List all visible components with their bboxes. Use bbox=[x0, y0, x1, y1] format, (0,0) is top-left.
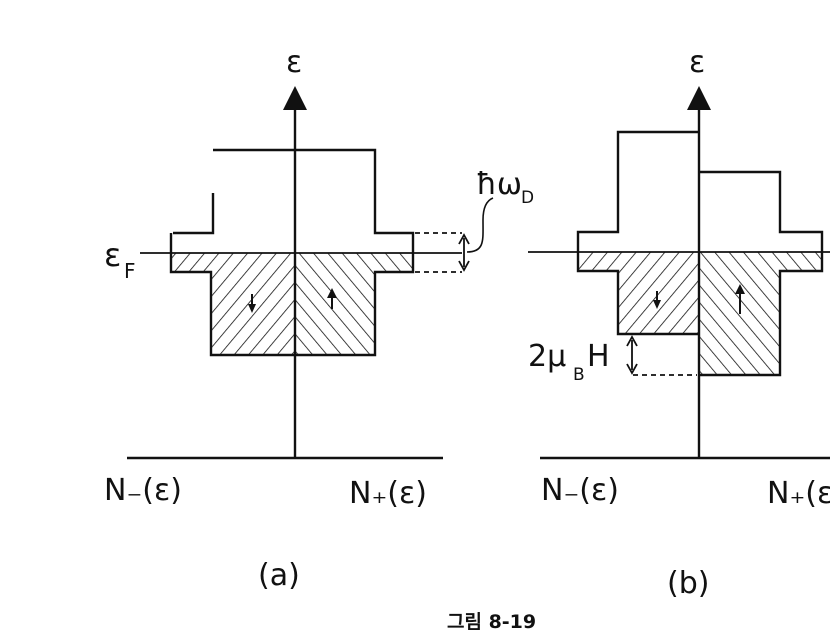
x-right-label: N₊(ε) bbox=[767, 476, 830, 511]
x-left-label: N₋(ε) bbox=[541, 473, 619, 508]
spin-up-arrow-icon bbox=[327, 288, 337, 309]
zeeman-label: 2μ bbox=[528, 339, 566, 374]
debye-energy-subscript: D bbox=[521, 188, 534, 208]
panel-b: ε 2μ B H N₋(ε) N₊(ε) (b) bbox=[528, 45, 830, 601]
panel-b-label: (b) bbox=[667, 566, 709, 601]
x-right-label: N₊(ε) bbox=[349, 476, 427, 511]
spin-up-filled-states bbox=[699, 252, 822, 375]
energy-axis-label: ε bbox=[689, 45, 705, 80]
fermi-energy-subscript: F bbox=[124, 259, 136, 283]
debye-arrow-head-up bbox=[458, 233, 470, 245]
energy-axis-label: ε bbox=[286, 45, 302, 80]
panel-a: ε ε F ħω D N₋(ε) N₊(ε) (a) bbox=[104, 45, 534, 593]
spin-down-arrow-icon bbox=[653, 291, 661, 309]
density-of-states-outline bbox=[169, 148, 415, 357]
spin-up-arrow-icon bbox=[735, 284, 745, 314]
debye-leader-curve bbox=[466, 197, 494, 253]
spin-down-filled-states bbox=[171, 253, 295, 355]
debye-energy-label: ħω bbox=[476, 167, 522, 202]
x-left-label: N₋(ε) bbox=[104, 473, 182, 508]
fermi-energy-label: ε bbox=[104, 236, 121, 274]
zeeman-field-label: H bbox=[587, 339, 610, 374]
zeeman-arrow-head-down bbox=[626, 363, 638, 375]
spin-up-filled-states bbox=[295, 253, 413, 355]
debye-arrow-head-down bbox=[458, 260, 470, 272]
figure-caption: 그림 8-19 bbox=[447, 611, 536, 630]
spin-down-filled-states bbox=[578, 252, 699, 334]
panel-a-label: (a) bbox=[258, 558, 300, 593]
zeeman-subscript: B bbox=[573, 365, 585, 385]
spin-down-arrow-icon bbox=[248, 294, 256, 313]
zeeman-arrow-head-up bbox=[626, 335, 638, 347]
